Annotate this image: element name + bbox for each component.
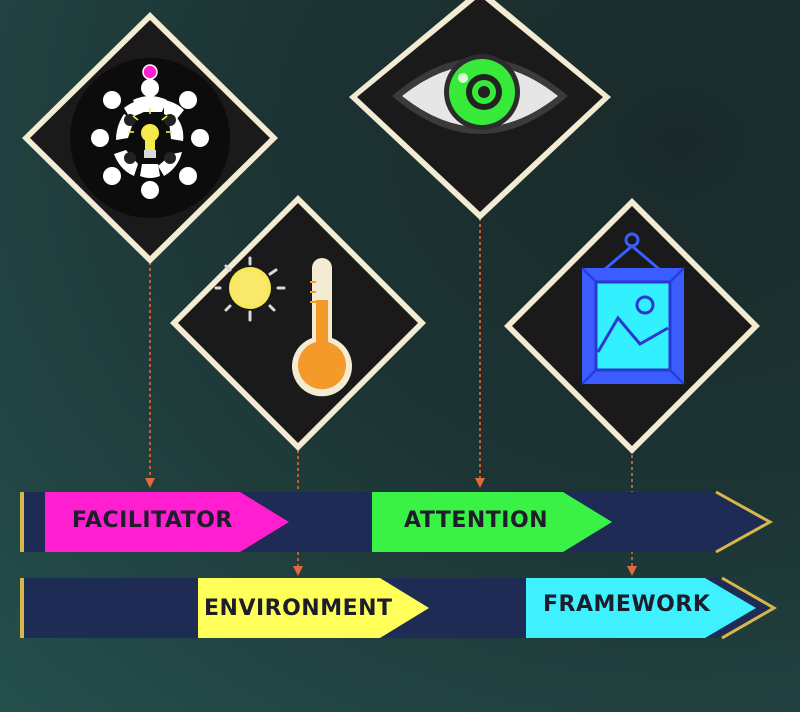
diamond-attention [349,0,611,220]
team-lightbulb-icon [70,58,230,218]
label-attention: ATTENTION [404,508,549,533]
sun-thermometer-icon [214,256,352,397]
arrow-environment [198,578,429,638]
label-environment: ENVIRONMENT [204,596,393,621]
diamond-environment [170,195,426,451]
diamond-framework [504,198,760,454]
connector-arrowheads [145,478,637,576]
arrow-facilitator [45,492,289,552]
label-facilitator: FACILITATOR [72,508,233,533]
eye-icon [392,54,568,134]
diamond-facilitator [22,12,278,264]
arrow-framework [526,578,756,638]
label-framework: FRAMEWORK [543,592,711,617]
picture-frame-icon [581,232,685,385]
arrow-attention [372,492,612,552]
